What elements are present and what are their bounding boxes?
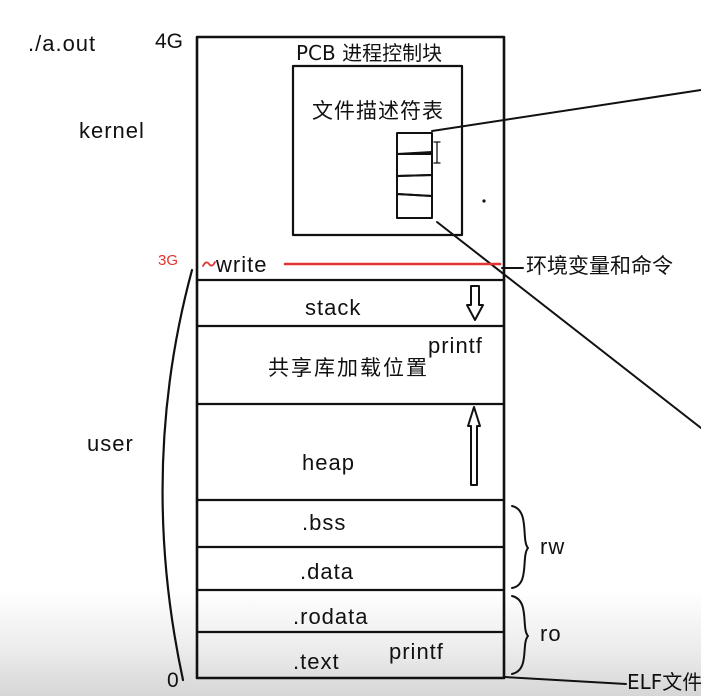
fd-table-cell (396, 174, 433, 197)
kernel-space-label: kernel (79, 118, 145, 143)
program-name: ./a.out (28, 31, 97, 56)
address-mark-3g: 3G (158, 252, 179, 269)
elf-file-label: ELF文件 (627, 672, 701, 692)
text-cursor-mark (433, 141, 441, 164)
fd-table (396, 132, 433, 219)
heap-growth-arrow (467, 406, 481, 486)
fd-table-cell (396, 193, 433, 219)
stack-growth-arrow (466, 285, 484, 321)
ro-label: ro (540, 621, 562, 646)
fd-table-label: 文件描述符表 (312, 99, 444, 123)
address-space-box (195, 35, 506, 680)
user-space-bracket (161, 268, 194, 682)
address-mark-4g: 4G (155, 30, 184, 53)
ro-brace (511, 595, 529, 675)
elf-pointer-line (503, 676, 627, 685)
rw-brace (511, 505, 529, 589)
pcb-title: PCB 进程控制块 (296, 41, 443, 65)
stray-dot (482, 199, 486, 203)
fd-table-cell (396, 132, 433, 155)
pcb-box (291, 64, 464, 237)
boundary-call-label: write (216, 252, 268, 277)
address-mark-0: 0 (167, 669, 179, 692)
fd-pointer-line-bottom (436, 221, 701, 429)
boundary-squiggle (202, 261, 216, 267)
segment-data-label: .data (300, 559, 354, 584)
fd-table-cell (396, 151, 433, 177)
segment-text-label: .text (293, 649, 340, 674)
fd-pointer-line-top (431, 89, 701, 132)
segment-shared-libs-label: 共享库加载位置 (268, 356, 429, 380)
segment-dividers (195, 278, 506, 634)
segment-bss-label: .bss (302, 510, 347, 535)
printf-shared-label: printf (428, 333, 483, 358)
printf-text-label: printf (389, 639, 444, 664)
user-space-label: user (87, 431, 134, 456)
segment-stack-label: stack (305, 295, 362, 320)
segment-rodata-label: .rodata (293, 604, 369, 629)
rw-label: rw (540, 534, 566, 559)
env-note: 环境变量和命令 (526, 254, 673, 278)
segment-heap-label: heap (302, 450, 355, 475)
